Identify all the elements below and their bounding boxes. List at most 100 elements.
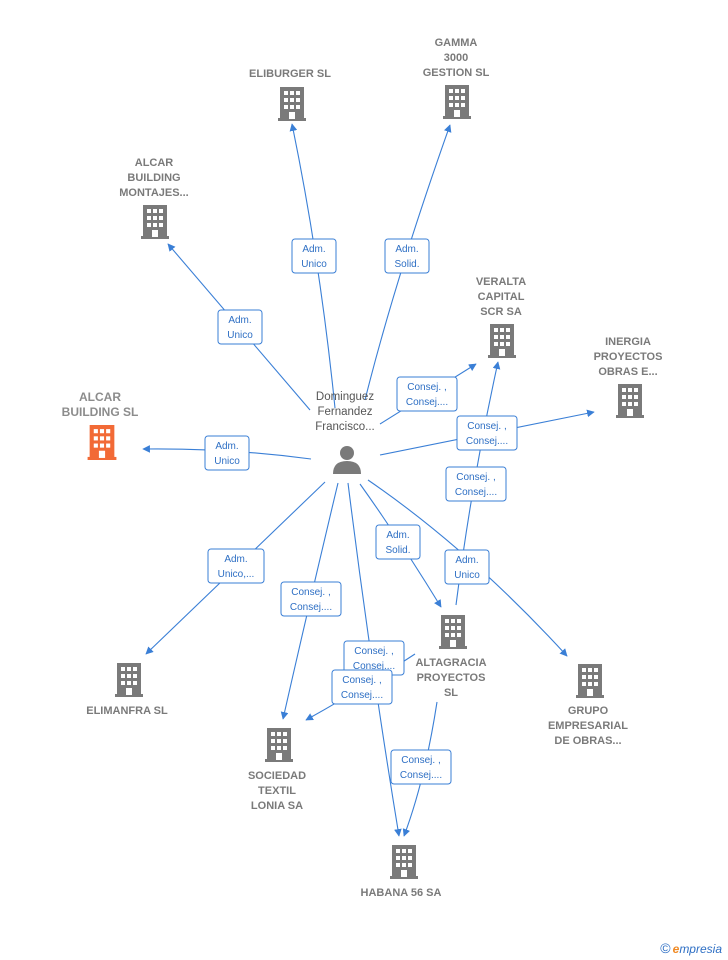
node-eliburger[interactable]: ELIBURGER SL [249,68,331,121]
node-label: MONTAJES... [119,187,188,199]
edge-label-habana[interactable]: Consej. , Consej.... [343,640,405,676]
edge-label-veralta-from-altagracia[interactable]: Consej. , Consej.... [445,466,507,502]
edge-label-grupo[interactable]: Adm. Unico [444,549,490,585]
edge-label-habana-from-altagracia[interactable]: Consej. , Consej.... [390,749,452,785]
edge-label-line: Adm. [228,315,251,326]
edge-label-line: Consej. , [291,587,330,598]
edge-label-sociedad[interactable]: Consej. , Consej.... [280,581,342,617]
node-label: ALCAR [135,157,174,169]
node-label: BUILDING SL [62,405,139,419]
person-label: Dominguez [316,391,374,403]
node-label: ELIMANFRA SL [86,705,168,717]
building-icon [576,664,604,698]
brand-footer: ©empresia [660,940,722,956]
node-label: VERALTA [476,276,526,288]
person-label: Francisco... [315,421,374,433]
node-alcar-building[interactable]: ALCAR BUILDING SL [62,390,139,460]
node-label: INERGIA [605,336,651,348]
building-icon [443,85,471,119]
edge-label-line: Consej.... [353,661,395,672]
edge-label-line: Consej. , [354,646,393,657]
building-icon [141,205,169,239]
edge-label-eliburger[interactable]: Adm. Unico [291,238,337,274]
center-person-node[interactable]: Dominguez Fernandez Francisco... [315,391,375,474]
node-label: SCR SA [480,306,522,318]
person-icon [333,446,361,474]
node-alcar-montajes[interactable]: ALCAR BUILDING MONTAJES... [119,157,189,239]
edge-label-line: Consej. , [467,421,506,432]
copyright-icon: © [660,940,671,956]
node-label: SOCIEDAD [248,770,306,782]
edges-layer [142,123,595,837]
node-label: EMPRESARIAL [548,720,628,732]
node-label: 3000 [444,52,468,64]
edge-label-line: Adm. [395,244,418,255]
building-icon [87,425,117,460]
edge-label-line: Consej.... [290,602,332,613]
node-label: GESTION SL [423,67,490,79]
edge-label-line: Unico [301,259,327,270]
node-label: GRUPO [568,705,609,717]
node-altagracia[interactable]: ALTAGRACIA PROYECTOS SL [415,615,487,699]
brand-logo-mark: e [672,942,680,956]
building-icon [439,615,467,649]
edge-label-line: Consej.... [455,487,497,498]
edge-labels: Adm. Unico Adm. Solid. Adm. Unico Consej… [204,238,518,785]
building-icon [115,663,143,697]
node-label: OBRAS E... [598,366,657,378]
building-icon [265,728,293,762]
node-label: LONIA SA [251,800,303,812]
node-gamma[interactable]: GAMMA 3000 GESTION SL [423,37,490,119]
edge-label-sociedad-from-altagracia[interactable]: Consej. , Consej.... [331,669,393,705]
edge-label-line: Adm. [224,554,247,565]
node-label: PROYECTOS [417,672,486,684]
building-icon [390,845,418,879]
edge-label-line: Solid. [385,545,410,556]
building-icon [278,87,306,121]
edge-label-line: Adm. [455,555,478,566]
edge-label-elimanfra[interactable]: Adm. Unico,... [207,548,265,584]
edge-label-line: Consej. , [342,675,381,686]
node-label: TEXTIL [258,785,296,797]
node-label: GAMMA [435,37,478,49]
node-label: ALCAR [79,390,121,404]
edge-label-line: Adm. [215,441,238,452]
node-label: PROYECTOS [594,351,663,363]
edge-label-line: Unico [454,570,480,581]
node-label: BUILDING [127,172,180,184]
node-inergia[interactable]: INERGIA PROYECTOS OBRAS E... [594,336,663,418]
edge-label-line: Consej. , [407,382,446,393]
edge-label-line: Consej. , [401,755,440,766]
building-icon [488,324,516,358]
brand-name: mpresia [679,942,722,956]
building-icon [616,384,644,418]
edge-label-line: Consej. , [456,472,495,483]
edge-label-line: Adm. [386,530,409,541]
edge-label-line: Unico,... [218,569,255,580]
edge-label-altagracia[interactable]: Adm. Solid. [375,524,421,560]
node-veralta[interactable]: VERALTA CAPITAL SCR SA [476,276,526,358]
edge-label-gamma[interactable]: Adm. Solid. [384,238,430,274]
edge-label-veralta[interactable]: Consej. , Consej.... [396,376,458,412]
edge-label-line: Consej.... [466,436,508,447]
node-sociedad[interactable]: SOCIEDAD TEXTIL LONIA SA [248,728,306,812]
edge-label-alcar-building[interactable]: Adm. Unico [204,435,250,471]
edge-label-line: Unico [214,456,240,467]
edge-label-line: Unico [227,330,253,341]
nodes-layer: ELIBURGER SL GAMMA 3000 GESTION SL ALCAR… [62,37,663,899]
node-grupo[interactable]: GRUPO EMPRESARIAL DE OBRAS... [548,664,628,747]
edge-label-line: Adm. [302,244,325,255]
node-label: ALTAGRACIA [415,657,486,669]
node-label: ELIBURGER SL [249,68,331,80]
person-label: Fernandez [318,406,373,418]
node-label: DE OBRAS... [554,735,621,747]
edge-label-inergia[interactable]: Consej. , Consej.... [456,415,518,451]
edge-label-line: Solid. [394,259,419,270]
node-label: SL [444,687,458,699]
node-label: CAPITAL [478,291,525,303]
edge-label-line: Consej.... [400,770,442,781]
node-elimanfra[interactable]: ELIMANFRA SL [86,663,168,717]
edge-label-alcar-montajes[interactable]: Adm. Unico [217,309,263,345]
node-habana[interactable]: HABANA 56 SA [361,845,442,899]
